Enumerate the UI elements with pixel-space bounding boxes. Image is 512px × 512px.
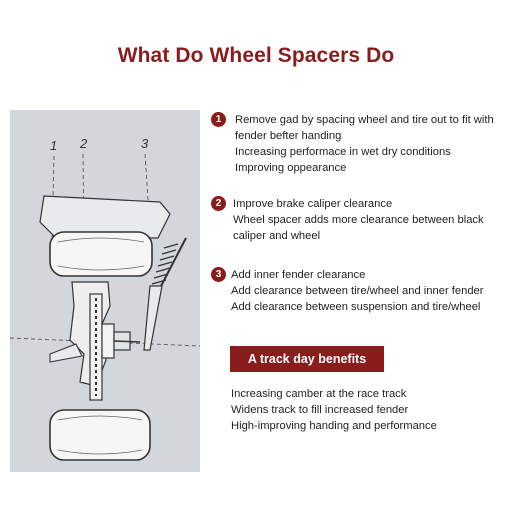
track-day-banner: A track day benefits	[230, 346, 384, 372]
coil-spring	[151, 243, 179, 285]
upper-tire	[49, 231, 153, 277]
section-line: Remove gad by spacing wheel and tire out…	[235, 114, 494, 126]
benefit-item: High-improving handing and performance	[231, 420, 437, 432]
section-line: Improving oppearance	[235, 162, 347, 174]
benefits-list: Increasing camber at the race track Wide…	[231, 386, 501, 434]
diagram-label-3: 3	[141, 136, 149, 151]
suspension-diagram-svg: 1 2 3	[10, 110, 200, 472]
suspension-diagram: 1 2 3	[10, 110, 200, 472]
section-line: Increasing performace in wet dry conditi…	[235, 146, 451, 158]
section-line: Add clearance between tire/wheel and inn…	[231, 285, 484, 297]
strut	[159, 237, 187, 289]
section-line: Wheel spacer adds more clearance between…	[233, 214, 484, 226]
section-number-badge: 3	[211, 267, 226, 282]
benefit-item: Widens track to fill increased fender	[231, 404, 409, 416]
section-line: fender befter handing	[235, 130, 342, 142]
page-title: What Do Wheel Spacers Do	[117, 44, 395, 67]
section-number-badge: 2	[211, 196, 226, 211]
lower-tire	[49, 409, 151, 461]
section-line: Add inner fender clearance	[231, 269, 366, 281]
strut-arm	[143, 285, 163, 351]
diagram-label-2: 2	[79, 136, 88, 151]
lower-arm	[49, 343, 83, 363]
benefit-item: Increasing camber at the race track	[231, 388, 407, 400]
diagram-label-1: 1	[50, 138, 57, 153]
fender-body	[39, 195, 171, 239]
section-line: Add clearance between suspension and tir…	[231, 301, 481, 313]
section-line: caliper and wheel	[233, 230, 321, 242]
section-number-badge: 1	[211, 112, 226, 127]
wheel-spacer	[101, 323, 115, 359]
section-line: Improve brake caliper clearance	[233, 198, 393, 210]
